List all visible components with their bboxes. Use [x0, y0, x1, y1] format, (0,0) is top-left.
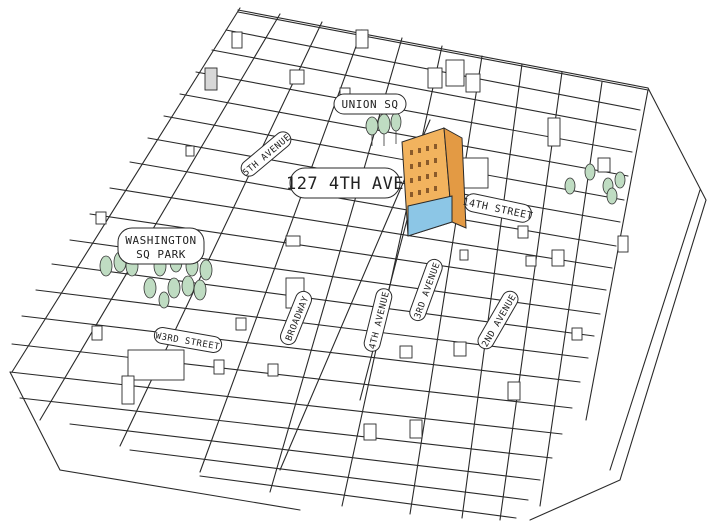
label-broadway: BROADWAY: [280, 290, 312, 346]
svg-text:SQ PARK: SQ PARK: [136, 248, 186, 261]
svg-text:UNION SQ: UNION SQ: [342, 98, 399, 111]
label-address: 127 4TH AVE: [286, 167, 404, 199]
tree-icon: [365, 112, 626, 205]
label-5th-avenue: 5TH AVENUE: [240, 131, 293, 178]
label-washington-sq-park: WASHINGTON SQ PARK: [117, 227, 205, 265]
label-union-sq: UNION SQ: [333, 93, 407, 115]
svg-text:WASHINGTON: WASHINGTON: [125, 234, 196, 247]
svg-text:127 4TH AVE: 127 4TH AVE: [286, 174, 404, 194]
building-icon: [410, 144, 437, 197]
label-4th-avenue: 4TH AVENUE: [363, 288, 393, 352]
label-14th-street: 14TH STREET: [461, 193, 534, 223]
highlighted-building[interactable]: [401, 127, 467, 237]
label-3rd-avenue: 3RD AVENUE: [409, 258, 443, 322]
